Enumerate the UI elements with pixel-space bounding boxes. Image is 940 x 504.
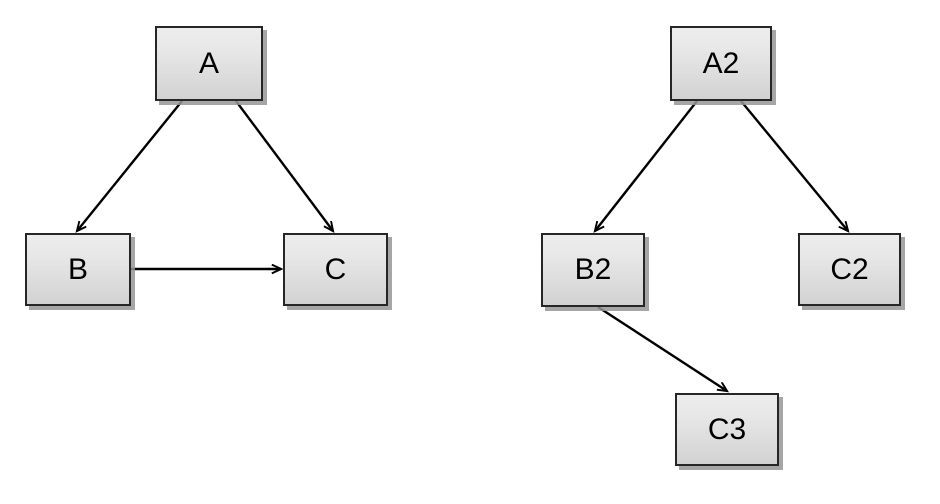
node-a-label: A bbox=[198, 46, 219, 80]
node-c[interactable]: C bbox=[283, 233, 388, 306]
edge-a-to-c bbox=[235, 100, 333, 231]
edge-a2-to-b2 bbox=[595, 100, 698, 231]
node-b-label: B bbox=[67, 252, 88, 286]
edge-b2-to-c3 bbox=[597, 305, 727, 391]
node-c2[interactable]: C2 bbox=[798, 233, 901, 306]
edge-a-to-b bbox=[77, 100, 183, 231]
node-b2-label: B2 bbox=[574, 253, 612, 286]
node-a[interactable]: A bbox=[155, 26, 263, 101]
edge-a2-to-c2 bbox=[740, 100, 848, 231]
node-c-label: C bbox=[324, 252, 347, 286]
node-b2[interactable]: B2 bbox=[541, 233, 645, 307]
node-c3[interactable]: C3 bbox=[675, 393, 779, 466]
node-b[interactable]: B bbox=[25, 233, 131, 306]
node-a2-label: A2 bbox=[702, 46, 740, 80]
node-c3-label: C3 bbox=[707, 412, 747, 446]
node-c2-label: C2 bbox=[830, 252, 869, 286]
node-a2[interactable]: A2 bbox=[670, 26, 772, 101]
